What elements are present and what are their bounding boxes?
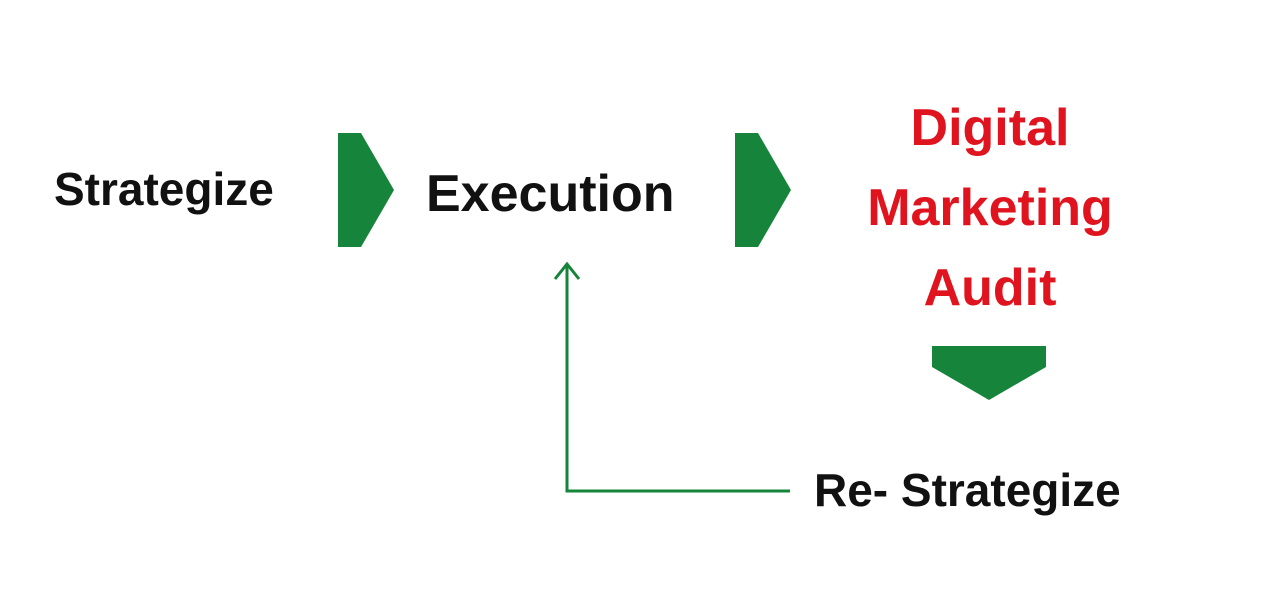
audit-line-2: Marketing xyxy=(867,179,1113,237)
chevron-right-icon xyxy=(735,133,791,247)
step-execution: Execution xyxy=(426,165,675,223)
feedback-arrow-line xyxy=(565,266,790,493)
step-re-strategize: Re- Strategize xyxy=(814,464,1121,516)
step-digital-marketing-audit: Digital Marketing Audit xyxy=(820,88,1160,328)
audit-line-1: Digital xyxy=(910,99,1070,157)
arrow-up-icon xyxy=(553,261,581,280)
chevron-right-icon xyxy=(338,133,394,247)
step-strategize: Strategize xyxy=(54,163,274,215)
audit-line-3: Audit xyxy=(923,259,1057,317)
chevron-down-icon xyxy=(932,346,1046,400)
